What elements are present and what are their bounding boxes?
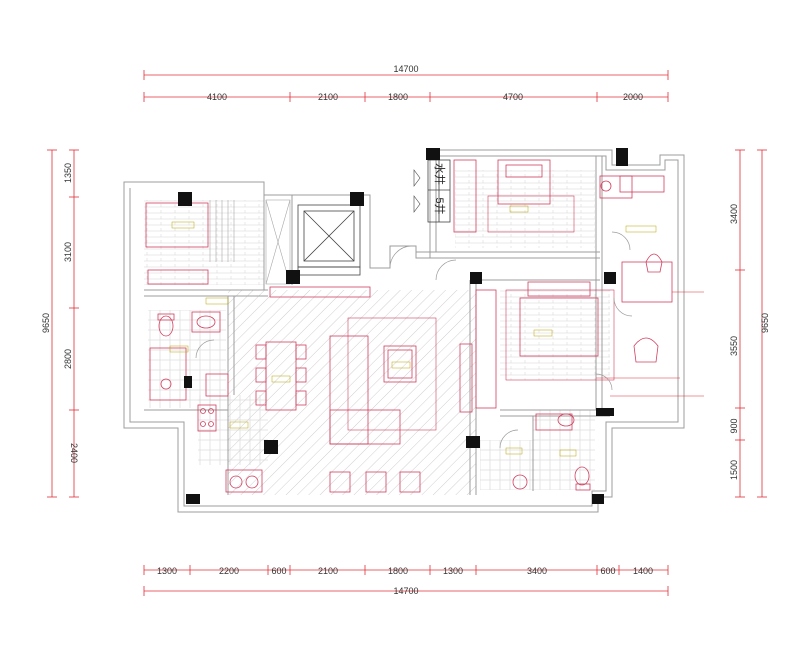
top-dimension-5: 2000 xyxy=(623,92,643,102)
right-dimension-4: 1500 xyxy=(729,460,739,480)
bottom-dimension-3: 600 xyxy=(271,566,286,576)
shaft-marker-1 xyxy=(413,169,421,187)
elevator-shaft xyxy=(297,204,361,276)
bottom-dimension-5: 1800 xyxy=(388,566,408,576)
annotation-leaders xyxy=(596,291,704,397)
bottom-dimension-9: 1400 xyxy=(633,566,653,576)
top-dimension-chain xyxy=(143,70,669,102)
shaft-marker-2 xyxy=(413,195,421,213)
bottom-total-dimension: 14700 xyxy=(393,586,418,596)
bottom-dimension-6: 1300 xyxy=(443,566,463,576)
north-bedroom-floor xyxy=(455,170,595,248)
furniture xyxy=(145,159,673,493)
right-dimension-3: 900 xyxy=(729,418,739,433)
left-dimension-3: 2800 xyxy=(63,349,73,369)
right-dimension-chain xyxy=(735,149,767,498)
top-dimension-4: 4700 xyxy=(503,92,523,102)
shaft-label-5: 5井 xyxy=(433,197,447,214)
right-total-dimension: 9650 xyxy=(760,313,770,333)
shaft-label-water: 水井 xyxy=(433,163,447,185)
bottom-dimension-4: 2100 xyxy=(318,566,338,576)
master-bedroom-floor xyxy=(500,290,610,380)
stair-block xyxy=(209,199,291,285)
living-floor xyxy=(228,290,476,495)
room-label-markers xyxy=(169,205,657,457)
bottom-dimension-chain xyxy=(143,565,669,596)
left-bath-floor xyxy=(148,310,226,408)
top-dimension-3: 1800 xyxy=(388,92,408,102)
bottom-dimension-2: 2200 xyxy=(219,566,239,576)
structural-columns xyxy=(178,148,628,504)
left-dimension-4: 2400 xyxy=(69,443,79,463)
top-dimension-2: 2100 xyxy=(318,92,338,102)
right-dimension-1: 3400 xyxy=(729,204,739,224)
doors xyxy=(195,231,633,449)
bottom-dimension-1: 1300 xyxy=(157,566,177,576)
top-dimension-1: 4100 xyxy=(207,92,227,102)
bottom-dimension-8: 600 xyxy=(600,566,615,576)
top-total-dimension: 14700 xyxy=(393,64,418,74)
hall-floor xyxy=(480,440,535,490)
left-dimension-2: 3100 xyxy=(63,242,73,262)
left-dimension-chain xyxy=(47,149,79,498)
left-dimension-1: 1350 xyxy=(63,163,73,183)
walls xyxy=(123,149,685,513)
left-total-dimension: 9650 xyxy=(41,313,51,333)
study-floor xyxy=(144,200,264,285)
bottom-dimension-7: 3400 xyxy=(527,566,547,576)
right-dimension-2: 3550 xyxy=(729,336,739,356)
